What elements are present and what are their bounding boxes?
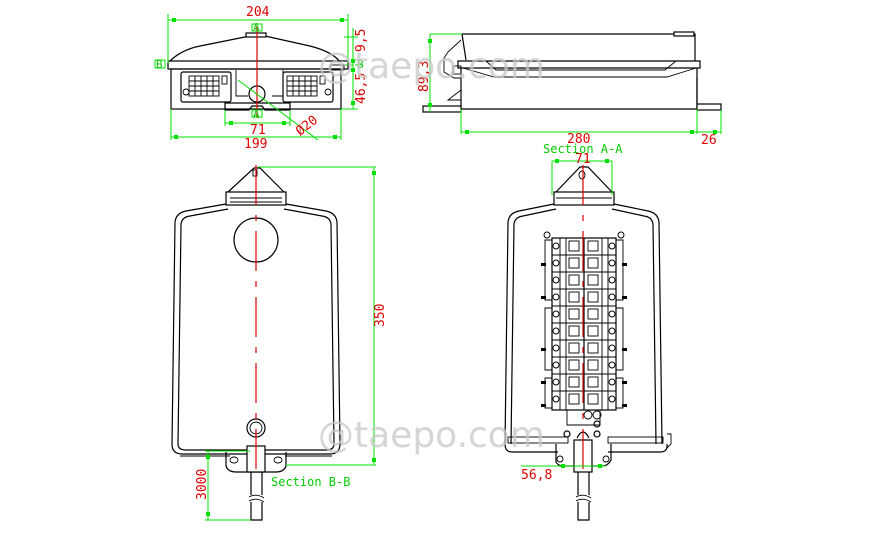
left-connector-grid <box>182 75 228 97</box>
dim-hanger-width: 71 <box>575 152 591 167</box>
right-connector-grid <box>286 75 332 97</box>
section-b-b-view: 350 3000 Section B-B <box>171 165 388 521</box>
section-b-b-label: Section B-B <box>271 475 350 489</box>
section-a-a-view: Section A-A <box>504 142 672 521</box>
section-marker-b-right: B <box>357 58 364 71</box>
dim-hole-diameter: Ø20 <box>293 113 321 139</box>
side-view: 89,3 280 26 <box>417 31 722 148</box>
dim-base-width: 199 <box>244 137 267 152</box>
watermark-bottom: @taepo.com <box>318 415 545 456</box>
dim-lid-height: 9,5 <box>354 29 369 52</box>
dim-overall-width: 204 <box>246 5 270 20</box>
adapter-module-grid <box>541 231 627 411</box>
dim-cable-length: 3000 <box>195 469 210 500</box>
section-marker-b-left: B <box>156 58 163 71</box>
dim-mount-spacing: 56,8 <box>521 468 552 483</box>
section-marker-a-bottom: A <box>253 108 260 121</box>
top-view: A A B B 204 71 199 Ø20 9,5 4 <box>154 5 369 152</box>
dim-height: 350 <box>373 304 388 327</box>
dim-side-length: 280 <box>567 132 590 147</box>
section-marker-a-top: A <box>253 21 260 34</box>
dim-inlet-spacing: 71 <box>250 123 266 138</box>
dim-side-height: 89,3 <box>417 61 432 92</box>
dim-body-height: 46,5 <box>354 73 369 104</box>
dim-side-flange: 26 <box>701 133 717 148</box>
watermark-top: @taepo.com <box>318 46 545 87</box>
section-a-a-label: Section A-A <box>543 142 623 156</box>
